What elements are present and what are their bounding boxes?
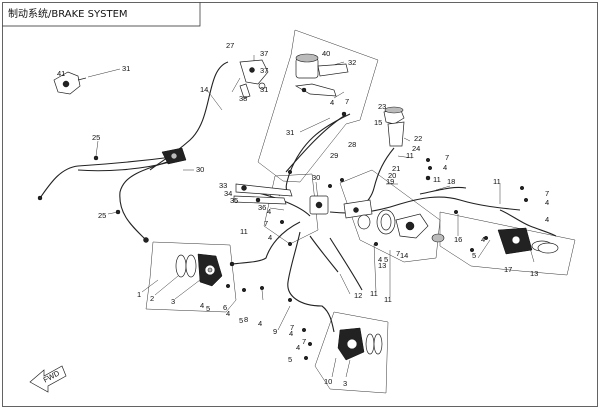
brake-distribution-block	[309, 195, 329, 215]
callout-30: 30	[312, 173, 320, 182]
callout-33: 33	[219, 181, 227, 190]
brake-pedal-linkage	[233, 183, 293, 205]
callout-37: 37	[260, 49, 268, 58]
callout-31: 31	[260, 85, 268, 94]
callout-8: 8	[244, 315, 248, 324]
callout-11: 11	[433, 175, 441, 184]
callout-29: 29	[330, 151, 338, 160]
callout-3: 3	[171, 297, 175, 306]
callout-36: 36	[258, 203, 266, 212]
callout-4: 4	[330, 98, 334, 107]
callout-14: 14	[400, 251, 408, 260]
title-block	[2, 2, 201, 27]
callout-22: 22	[414, 134, 422, 143]
callout-10: 10	[324, 377, 332, 386]
parking-cable-equalizer	[161, 147, 187, 165]
front-left-caliper	[175, 253, 223, 287]
front-master-cylinder	[294, 53, 349, 97]
callout-6: 6	[223, 303, 227, 312]
callout-11: 11	[240, 227, 248, 236]
callout-2: 2	[150, 294, 154, 303]
callout-34: 34	[224, 189, 232, 198]
callout-4: 4	[545, 198, 549, 207]
diagram-title: 制动系统/BRAKE SYSTEM	[8, 7, 128, 20]
callout-7: 7	[290, 323, 294, 332]
callout-4: 4	[258, 319, 262, 328]
callout-7: 7	[545, 189, 549, 198]
callout-5: 5	[288, 355, 292, 364]
callout-20: 20	[388, 171, 396, 180]
rear-right-caliper	[497, 227, 559, 255]
callout-7: 7	[302, 337, 306, 346]
callout-11: 11	[406, 151, 414, 160]
callout-31: 31	[286, 128, 294, 137]
callout-28: 28	[348, 140, 356, 149]
callout-4: 4	[443, 163, 447, 172]
callout-4: 4	[226, 309, 230, 318]
callout-37: 37	[260, 66, 268, 75]
callout-17: 17	[504, 265, 512, 274]
callout-4: 4	[545, 215, 549, 224]
callout-14: 14	[200, 85, 208, 94]
callout-1: 1	[137, 290, 141, 299]
callout-4: 4	[268, 233, 272, 242]
callout-5: 5	[472, 251, 476, 260]
callout-4: 4	[200, 301, 204, 310]
callout-40: 40	[322, 49, 330, 58]
callout-13: 13	[378, 261, 386, 270]
callout-16: 16	[454, 235, 462, 244]
callout-4: 4	[378, 255, 382, 264]
callout-11: 11	[493, 177, 501, 186]
callout-18: 18	[447, 177, 455, 186]
callout-31: 31	[122, 64, 130, 73]
brake-light-switch	[53, 71, 87, 95]
callout-19: 19	[386, 177, 394, 186]
callout-9: 9	[273, 327, 277, 336]
rear-brake-reservoir	[383, 106, 405, 147]
leader-lines	[87, 55, 535, 378]
bolts-and-washers	[37, 111, 529, 361]
callout-32: 32	[348, 58, 356, 67]
front-right-caliper	[376, 209, 445, 243]
callout-12: 12	[354, 291, 362, 300]
callout-7: 7	[396, 249, 400, 258]
callout-3: 3	[343, 379, 347, 388]
callout-7: 7	[345, 97, 349, 106]
assembly-outlines	[145, 29, 576, 394]
callout-5: 5	[239, 316, 243, 325]
parking-lever-assembly	[239, 59, 269, 99]
callout-4: 4	[267, 207, 271, 216]
callout-27: 27	[226, 41, 234, 50]
rear-left-caliper	[337, 327, 383, 361]
callout-23: 23	[378, 102, 386, 111]
callout-4: 4	[289, 329, 293, 338]
callout-38: 38	[239, 94, 247, 103]
callout-41: 41	[57, 69, 65, 78]
callout-7: 7	[445, 153, 449, 162]
callout-35: 35	[230, 196, 238, 205]
callout-11: 11	[370, 289, 378, 298]
callout-30: 30	[196, 165, 204, 174]
callout-25: 25	[92, 133, 100, 142]
callout-5: 5	[206, 304, 210, 313]
callout-labels: 1 2 3 3 4 4 4 4 4 4 4 4 4 4 4 4 4 5 5 5 …	[57, 41, 549, 388]
callout-11: 11	[384, 295, 392, 304]
callout-5: 5	[384, 255, 388, 264]
callout-24: 24	[412, 144, 420, 153]
callout-7: 7	[264, 219, 268, 228]
forward-direction-arrow: FWD	[29, 365, 67, 393]
center-caliper	[343, 199, 373, 230]
callout-4: 4	[481, 235, 485, 244]
callout-21: 21	[392, 164, 400, 173]
callout-4: 4	[296, 343, 300, 352]
brake-lines	[39, 61, 557, 333]
callout-15: 15	[374, 118, 382, 127]
callout-25: 25	[98, 211, 106, 220]
callout-13: 13	[530, 269, 538, 278]
